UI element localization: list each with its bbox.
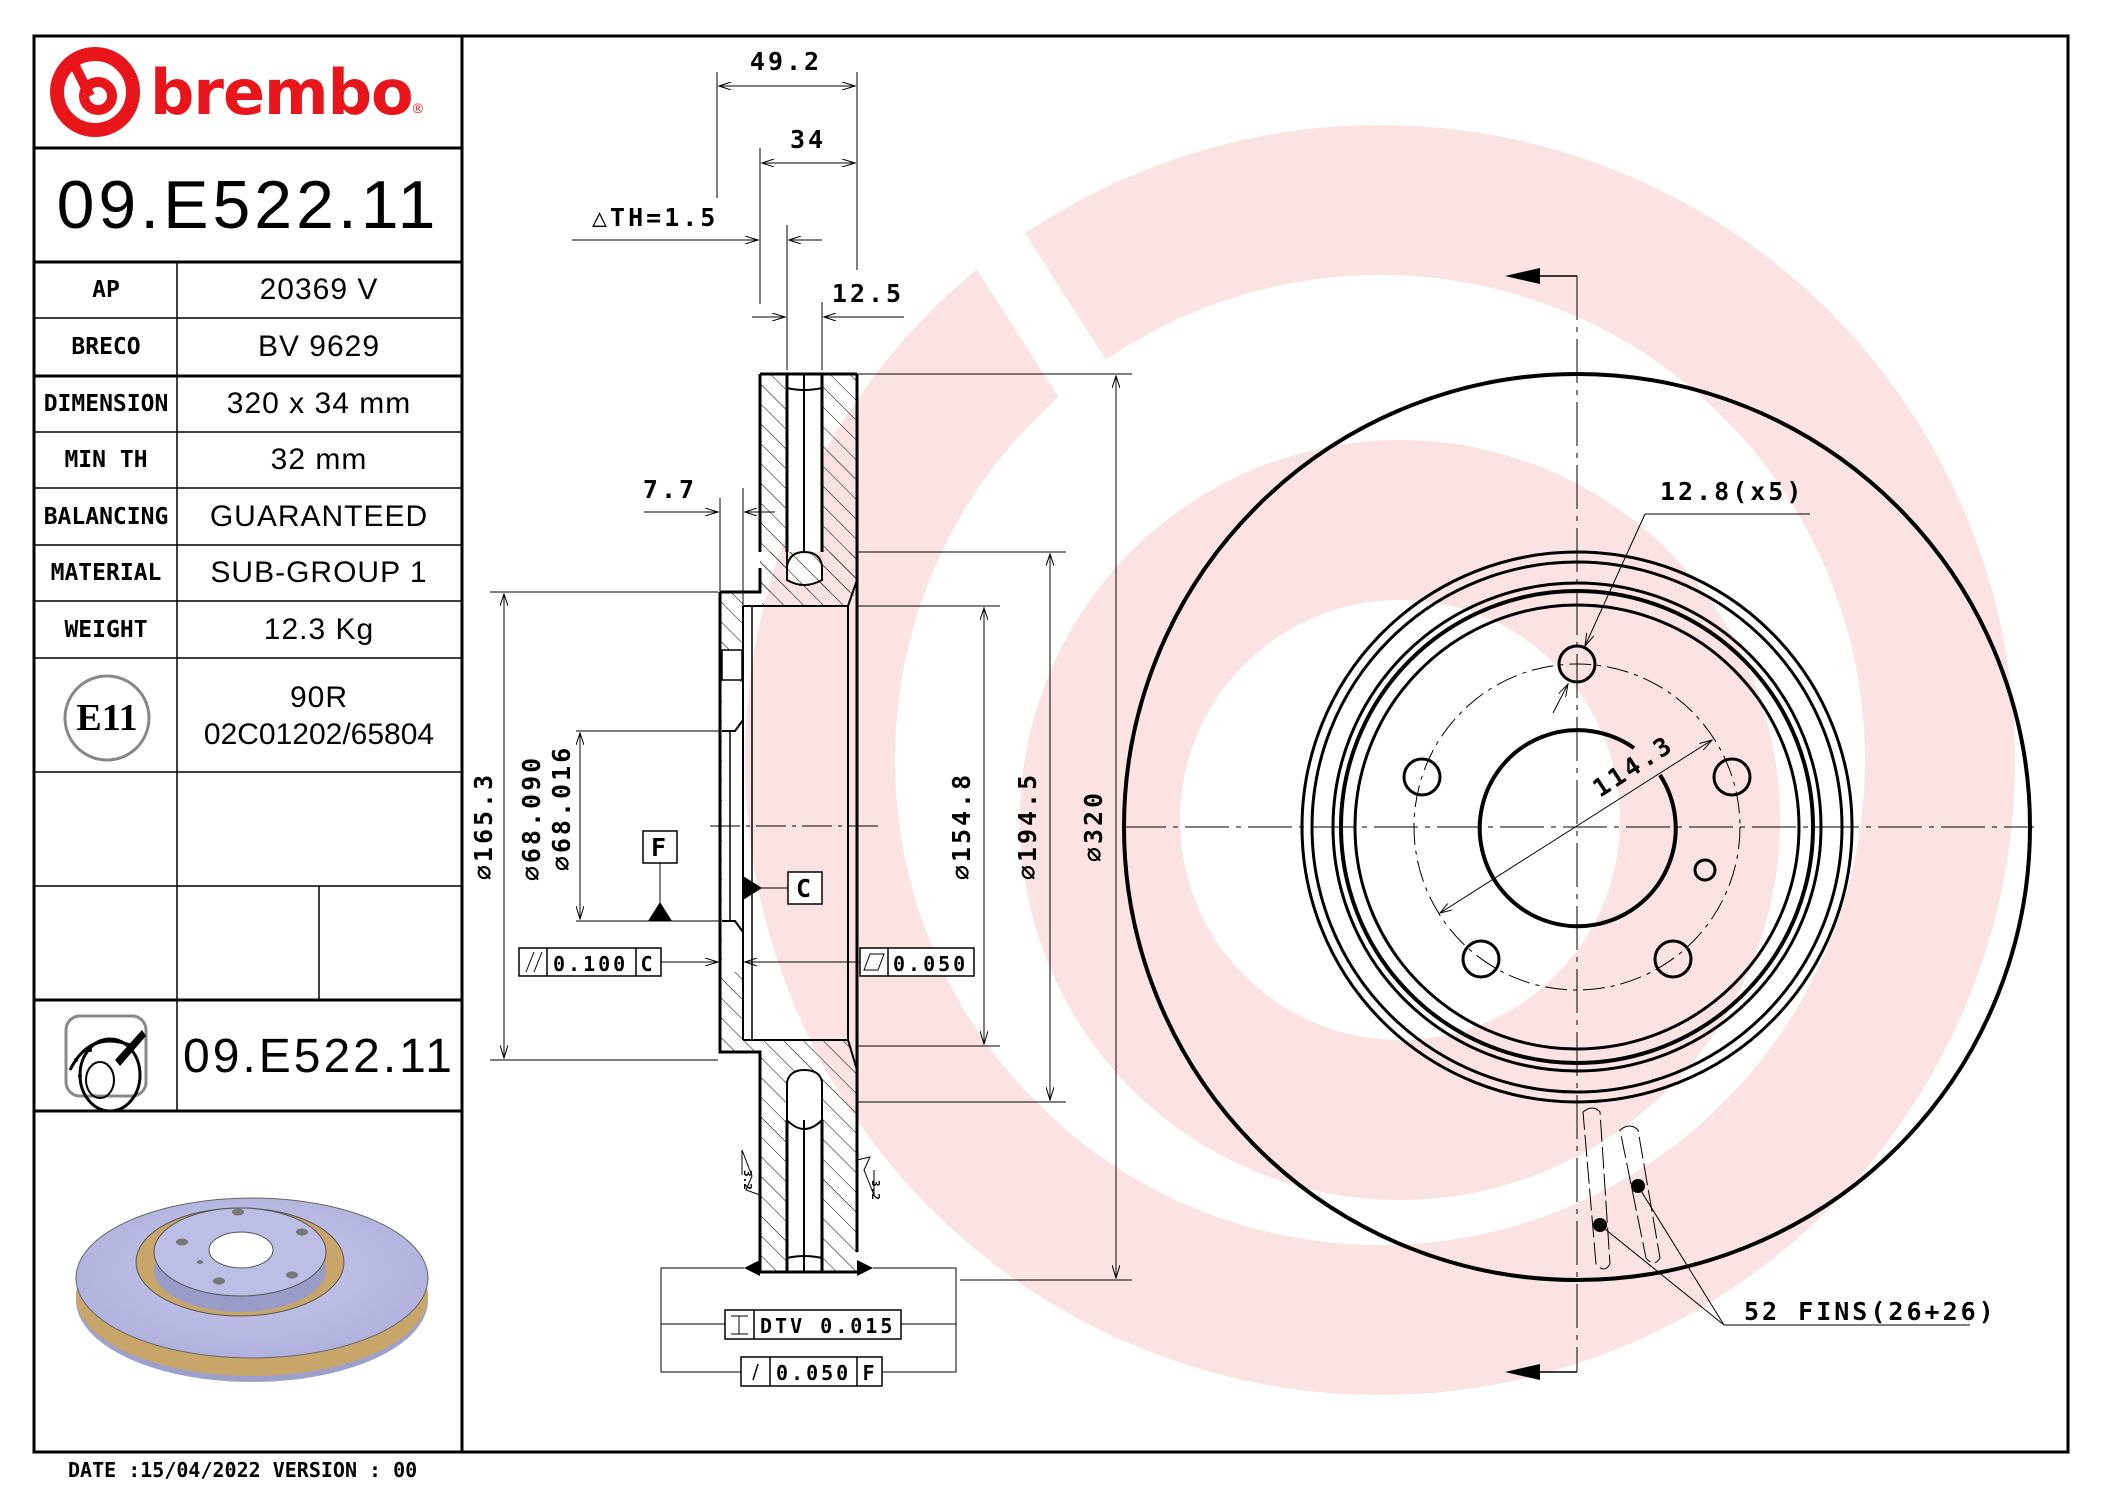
spec-value-material: SUB-GROUP 1 [210,556,428,589]
runout-ref: F [862,1361,877,1385]
footer-part-number: 09.E522.11 [183,1029,455,1083]
spec-label-balancing: BALANCING [43,503,169,530]
dim-delta-th: △TH=1.5 [592,203,718,232]
flatness-value: 0.050 [893,952,968,976]
dim-hat-wall: 7.7 [643,475,697,504]
front-view [1122,268,2034,1380]
spec-label-ap: AP [92,277,120,303]
dim-d194: ⌀194.5 [1013,772,1042,880]
spec-label-min-th: MIN TH [64,447,148,473]
brembo-logo-mark [50,47,140,137]
spec-value-min-th: 32 mm [270,443,368,476]
spec-value-balancing: GUARANTEED [209,499,429,533]
datum-c: C [796,874,814,903]
dim-d154: ⌀154.8 [947,772,976,880]
runout-value: 0.050 [776,1361,851,1385]
roughness-left: 3.2 [741,1170,754,1190]
spec-label-weight: WEIGHT [64,616,148,643]
spec-label-dimension: DIMENSION [43,391,169,417]
dim-thickness: 34 [790,125,826,154]
brand-wordmark: brembo ® [150,55,423,129]
roughness-right: 3.2 [869,1180,882,1200]
parallelism-value: 0.100 [553,952,628,976]
dim-friction-ring: 12.5 [832,279,904,308]
dtv-value: DTV 0.015 [760,1314,895,1338]
part-number: 09.E522.11 [56,167,440,243]
dim-d320: ⌀320 [1079,790,1108,862]
spec-value-dimension: 320 x 34 mm [226,387,412,420]
disc-3d-render [75,1197,429,1382]
datum-f: F [651,833,669,862]
e11-approval-mark: E11 [76,697,138,739]
spec-value-weight: 12.3 Kg [263,612,375,646]
bolt-hole-label: 12.8(x5) [1660,477,1804,506]
watermark-logo [745,125,2015,1395]
dim-overall-width: 49.2 [750,47,822,76]
spec-label-breco: BRECO [71,334,141,360]
approval-line-1: 90R [289,681,349,714]
spec-value-breco: BV 9629 [257,330,381,363]
fins-label: 52 FINS(26+26) [1744,1297,1997,1326]
dim-d68-min: ⌀68.016 [547,745,576,871]
approval-line-2: 02C01202/65804 [203,718,435,751]
spec-value-ap: 20369 V [259,273,379,306]
section-view [490,72,1132,1387]
spec-label-material: MATERIAL [50,560,162,586]
dim-d68-max: ⌀68.090 [517,755,546,881]
brake-disc-painting-icon [64,1014,148,1113]
parallelism-ref: C [640,952,655,976]
date-version: DATE :15/04/2022 VERSION : 00 [68,1458,418,1482]
dim-d165: ⌀165.3 [469,772,498,880]
